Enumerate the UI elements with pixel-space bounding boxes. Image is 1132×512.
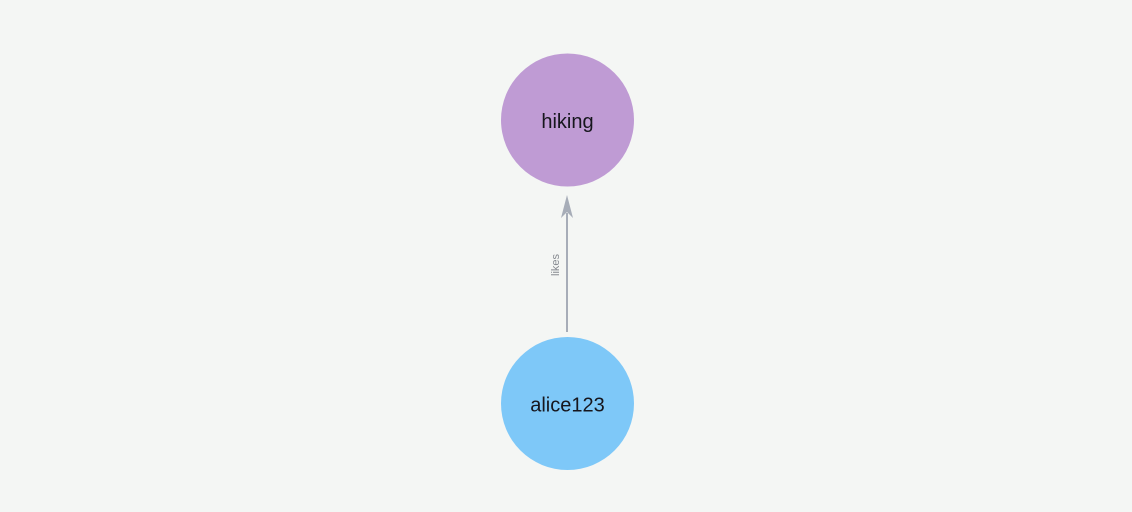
edge-label-likes: likes <box>550 254 562 277</box>
node-hiking-circle[interactable] <box>501 53 634 187</box>
node-alice123-label: alice123 <box>530 395 605 417</box>
node-hiking[interactable]: hiking <box>501 53 634 187</box>
edge-alice123-likes-hiking[interactable]: likes <box>550 195 573 332</box>
arrow-head-icon <box>561 195 573 218</box>
node-hiking-label: hiking <box>541 111 593 133</box>
node-alice123-circle[interactable] <box>501 337 634 470</box>
node-alice123[interactable]: alice123 <box>501 337 634 470</box>
